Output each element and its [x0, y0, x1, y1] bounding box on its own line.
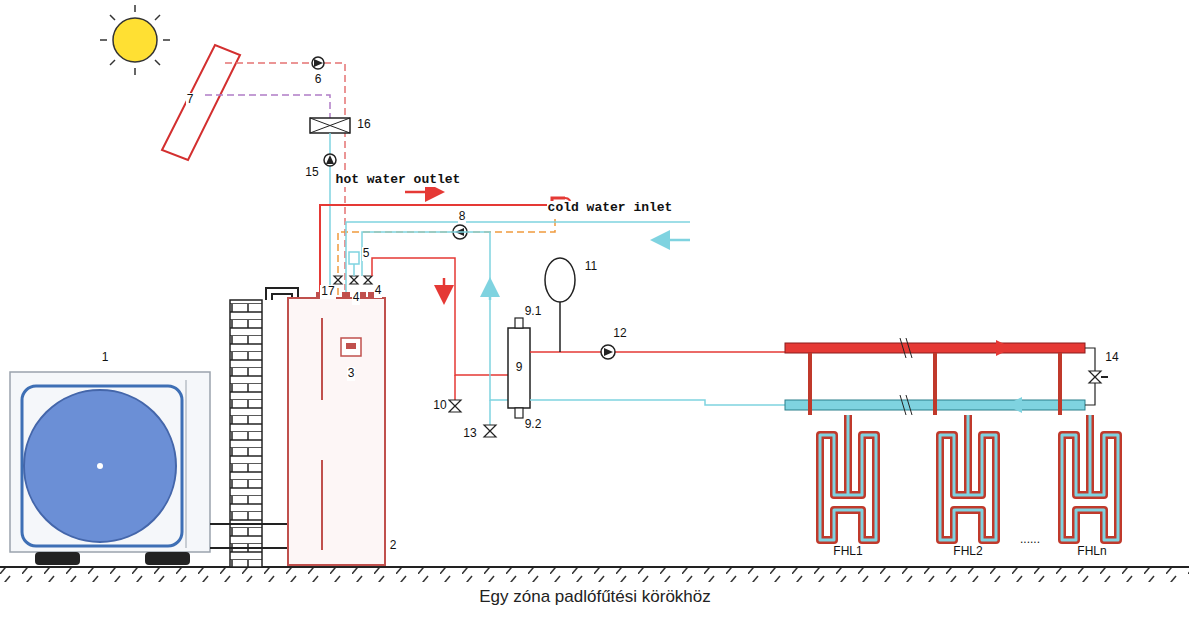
callout-number: 15: [304, 166, 319, 179]
callout-number: 16: [356, 118, 371, 131]
callout-number: 7: [186, 93, 195, 106]
callout-number: 4: [352, 291, 361, 304]
pipe-label: cold water inlet: [547, 201, 674, 215]
callout-number: 6: [314, 73, 323, 86]
callout-number: 9.2: [524, 418, 543, 431]
pipe-label: hot water outlet: [335, 173, 462, 187]
callout-number: 11: [584, 260, 598, 273]
callout-number: 9.1: [524, 305, 543, 318]
callout-number: 1: [101, 351, 110, 364]
callout-number: 9: [515, 361, 524, 374]
callout-number: 17: [320, 285, 335, 298]
callout-number: 2: [389, 539, 398, 552]
callout-number: 4: [374, 284, 383, 297]
callout-number: 13: [462, 427, 477, 440]
loop-label: FHL1: [832, 545, 863, 558]
callout-number: 10: [432, 399, 447, 412]
callout-number: 8: [458, 210, 467, 223]
caption: Egy zóna padlófűtési körökhöz: [478, 588, 712, 607]
callout-number: 14: [1104, 351, 1119, 364]
callout-number: 5: [362, 247, 371, 260]
loop-label: ......: [1019, 533, 1041, 546]
callout-number: 12: [612, 327, 627, 340]
callout-number: 3: [347, 367, 356, 380]
loop-label: FHL2: [952, 545, 983, 558]
loop-label: FHLn: [1076, 545, 1107, 558]
